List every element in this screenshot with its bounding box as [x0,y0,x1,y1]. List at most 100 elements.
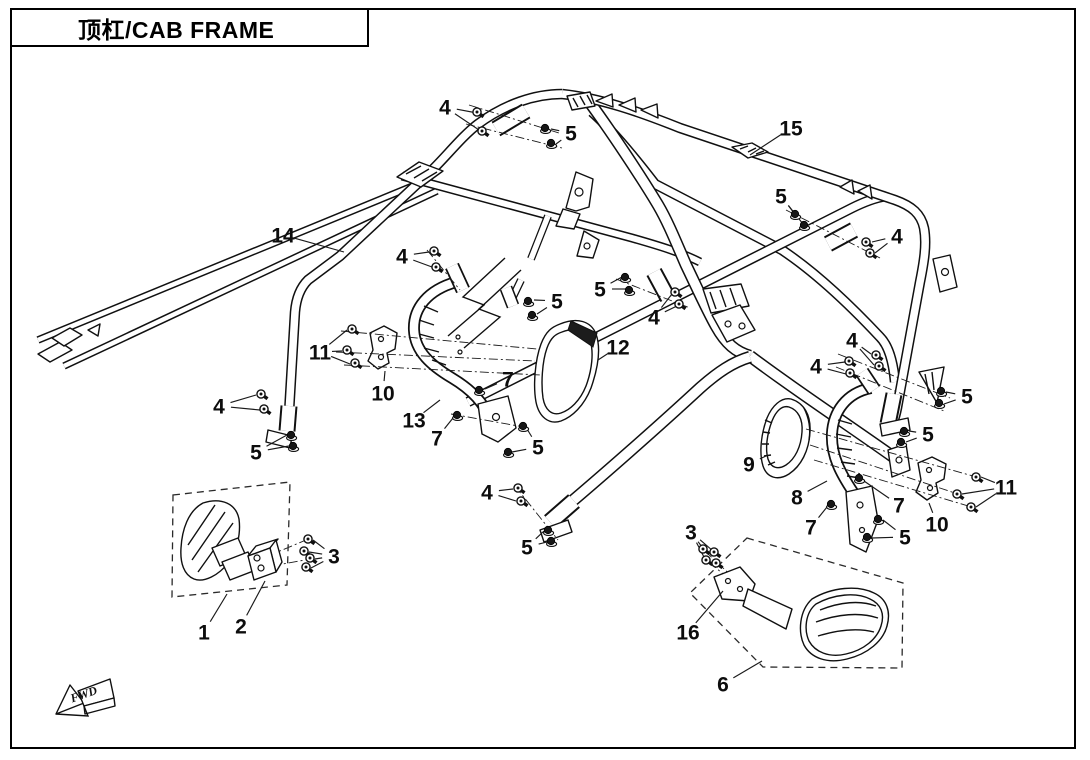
screw-icon [350,358,363,370]
leader-line [310,561,324,569]
clamp-2 [247,538,283,581]
callout-8: 8 [791,487,803,510]
cover-9 [760,398,811,479]
callout-5: 5 [532,437,544,460]
leader-line [664,305,678,313]
leader-line [444,417,454,429]
nut-icon [527,310,539,321]
leader-line [961,488,995,495]
leader-line [314,557,323,560]
leader-line [980,476,996,484]
bracket-16 [713,566,793,630]
screw-icon [865,248,878,260]
screw-icon [670,287,683,299]
nut-icon [518,421,530,432]
dashed-box-left [171,481,291,598]
nut-icon [546,536,558,547]
leader-line [535,530,545,540]
leader-line [749,134,782,156]
nut-icon [826,499,838,510]
callout-15: 15 [779,118,803,141]
leader-line [859,348,875,366]
nut-icon [854,473,866,484]
nut-icon [546,138,558,149]
nut-icon [896,437,908,448]
mirror-6 [799,587,890,662]
nut-icon [474,385,486,396]
fasteners [256,107,984,574]
nut-icon [799,220,811,231]
fwd-direction-marker: FWD [55,678,116,717]
leader-line [423,399,441,414]
screw-icon [513,483,526,495]
callout-5: 5 [961,386,973,409]
screw-icon [256,389,269,401]
screw-icon [861,237,874,249]
screw-icon [844,356,857,368]
callout-11: 11 [309,342,332,365]
callout-7: 7 [893,495,905,518]
callout-6: 6 [717,674,729,697]
callout-5: 5 [250,442,262,465]
nut-icon [790,209,802,220]
nut-icon [286,430,298,441]
callout-12: 12 [606,337,629,360]
bracket-10-right [915,456,947,501]
callout-7: 7 [805,517,817,540]
cover-12 [533,319,600,423]
screw-icon [477,126,490,138]
callout-3: 3 [685,522,697,545]
leader-line [328,329,348,345]
screw-icon [305,553,318,565]
screw-icon [431,262,444,274]
leader-line [550,128,560,132]
leader-line [538,541,548,545]
nut-icon [540,123,552,134]
leader-line [695,590,724,624]
leader-line [863,480,890,499]
screw-icon [301,562,314,574]
screw-icon [874,361,887,373]
leader-line [266,434,288,447]
leader-line [945,391,956,395]
leader-line [536,307,548,315]
weld-marks [595,93,873,200]
screw-icon [674,299,687,311]
nut-icon [862,532,874,543]
screw-icon [259,404,272,416]
callout-10: 10 [371,383,394,406]
clamp-sleeves [278,103,903,529]
leader-line [871,238,886,243]
bed-rail-end-bracket [37,341,73,363]
screw-icon [966,502,979,514]
callout-4: 4 [810,356,822,379]
leader-line [498,495,517,502]
callout-5: 5 [922,424,934,447]
screw-icon [429,246,442,258]
callout-5: 5 [899,527,911,550]
leader-line [555,139,562,145]
nut-icon [288,441,300,452]
leader-line [413,259,433,268]
leader-line [498,488,514,492]
break-symbol [447,257,506,337]
callout-4: 4 [213,396,225,419]
callout-5: 5 [521,537,533,560]
callout-9: 9 [743,454,755,477]
diagram-title: 顶杠/CAB FRAME [10,8,369,47]
callout-2: 2 [235,616,247,639]
leader-line [294,237,345,253]
callout-14: 14 [271,225,295,248]
nut-icon [873,514,885,525]
leader-line [308,551,323,555]
leader-line [874,242,888,254]
leader-line [230,406,261,411]
callout-3: 3 [328,546,340,569]
leader-line [312,539,325,550]
leader-line [807,480,828,492]
page-border [10,8,1076,749]
callout-1: 1 [198,622,210,645]
callout-5: 5 [551,291,563,314]
nut-icon [934,398,946,409]
